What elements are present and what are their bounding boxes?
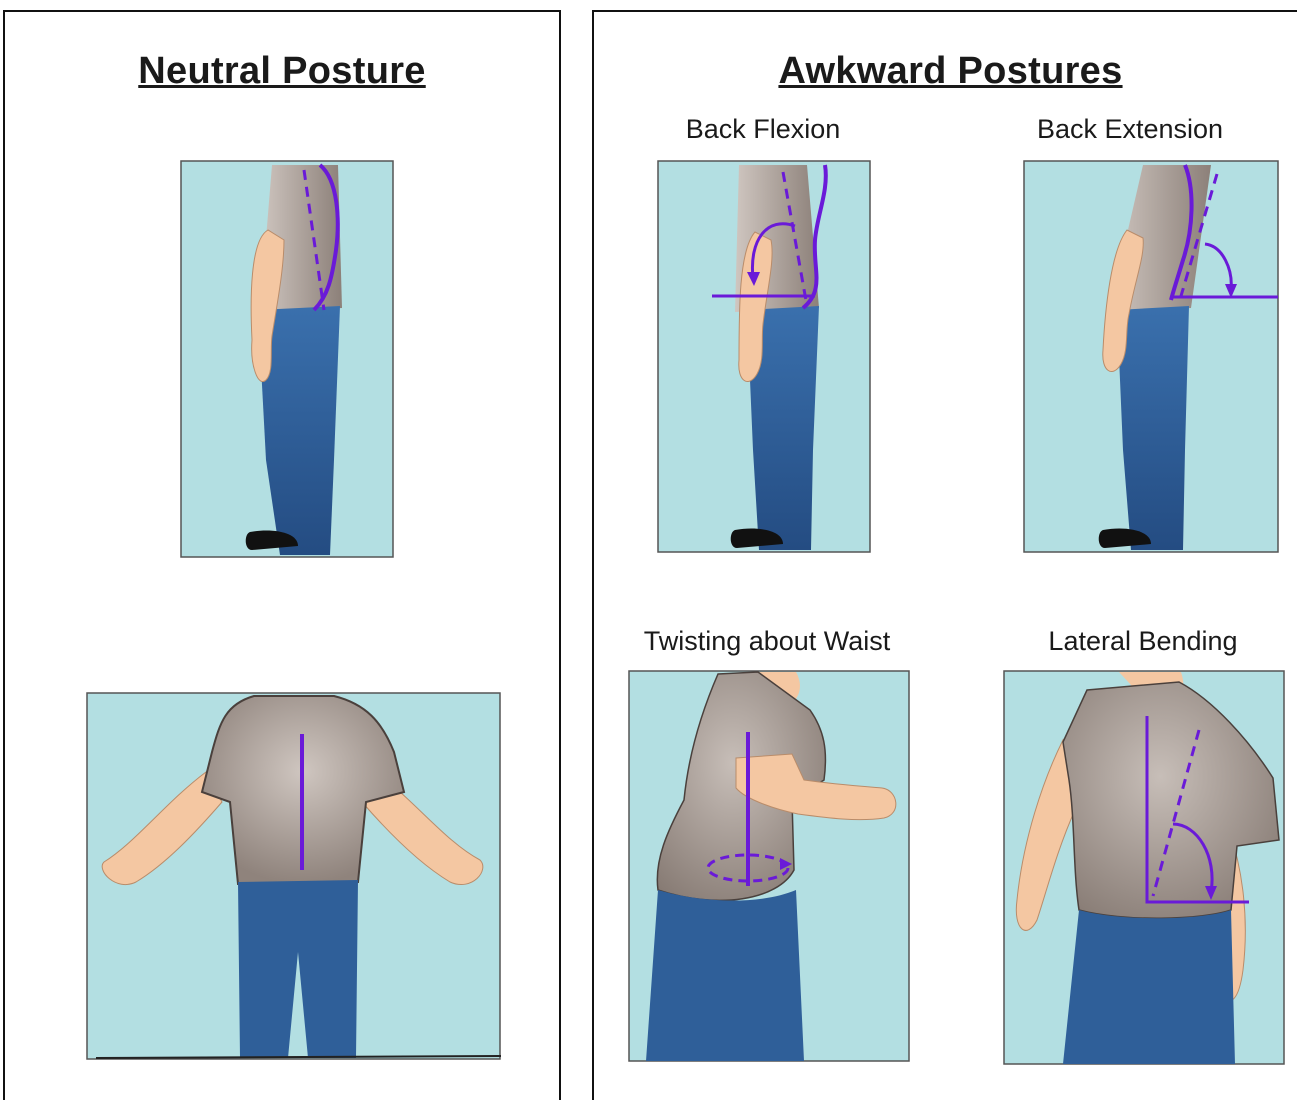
twisting-about-waist-illustration (628, 670, 910, 1062)
caption-back-extension: Back Extension (1020, 114, 1240, 145)
neutral-side-view-illustration (180, 160, 394, 558)
awkward-postures-title: Awkward Postures (594, 50, 1297, 93)
jeans (1063, 910, 1235, 1064)
back-extension-illustration (1023, 160, 1279, 553)
neutral-posture-title: Neutral Posture (5, 50, 559, 93)
jeans (646, 890, 804, 1061)
lateral-bending-illustration (1003, 670, 1285, 1065)
back-flexion-illustration (657, 160, 871, 553)
caption-back-flexion: Back Flexion (663, 114, 863, 145)
caption-lateral-bending: Lateral Bending (1018, 626, 1268, 657)
caption-twisting-about-waist: Twisting about Waist (617, 626, 917, 657)
neutral-front-view-illustration (86, 692, 501, 1060)
